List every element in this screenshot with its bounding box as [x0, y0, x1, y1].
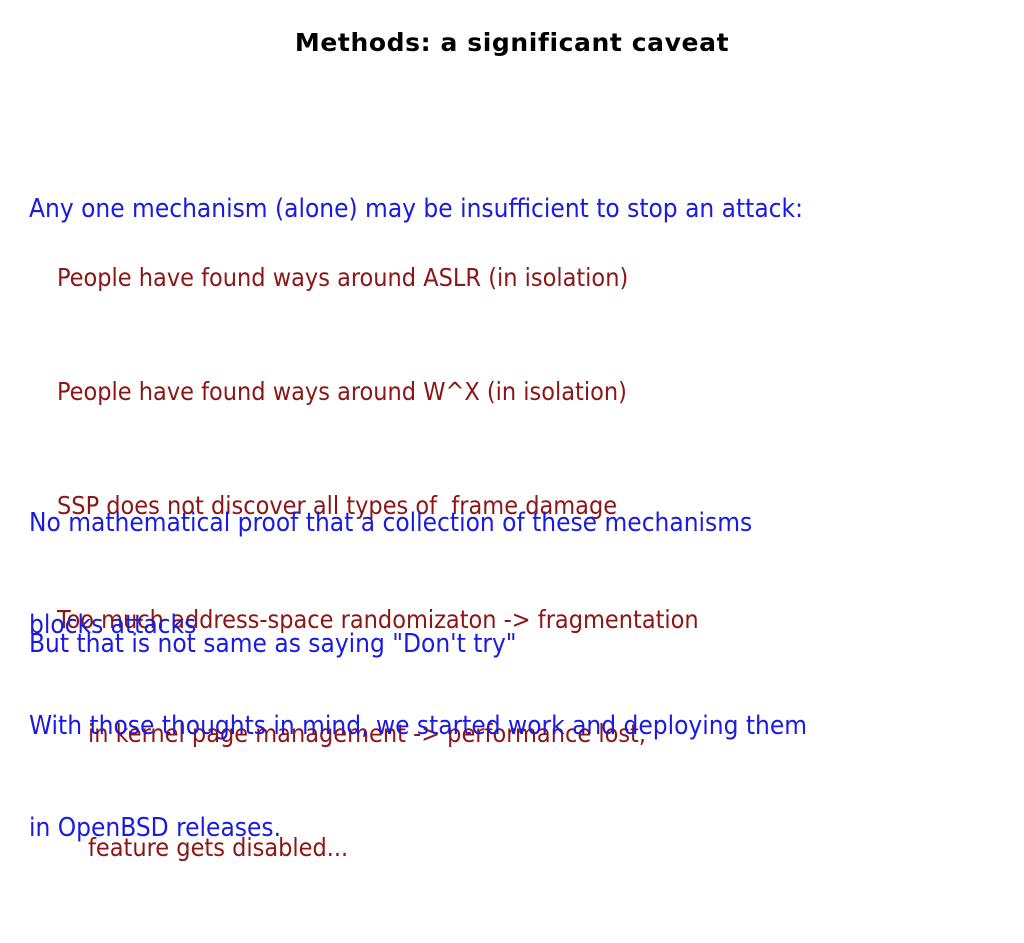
no-proof-statement-line-2: blocks attacks — [29, 610, 197, 640]
intro-statement: Any one mechanism (alone) may be insuffi… — [29, 124, 803, 294]
page-title: Methods: a significant caveat — [294, 28, 730, 57]
intro-statement-line: Any one mechanism (alone) may be insuffi… — [29, 194, 803, 224]
no-proof-statement-line-1: No mathematical proof that a collection … — [29, 508, 753, 538]
closing-statement-line-2: in OpenBSD releases. — [29, 813, 281, 843]
caveat-item-randomization: Too much address-space randomizaton -> f… — [57, 605, 699, 634]
caveat-item-randomization-cont1: in kernel page management -> performance… — [88, 719, 646, 748]
presentation-slide: Methods: a significant caveat Any one me… — [29, 28, 808, 862]
caveat-item-aslr: People have found ways around ASLR (in i… — [57, 263, 629, 292]
caveat-item-ssp: SSP does not discover all types of frame… — [57, 491, 618, 520]
but-statement-line-1: But that is not same as saying "Don't tr… — [29, 629, 517, 659]
no-proof-statement: No mathematical proof that a collection … — [29, 438, 752, 710]
closing-statement-line-1: With those thoughts in mind, we started … — [29, 711, 808, 741]
but-statement: But that is not same as saying "Don't tr… — [29, 559, 517, 729]
closing-statement: With those thoughts in mind, we started … — [29, 641, 807, 913]
caveat-item-wxor: People have found ways around W^X (in is… — [57, 377, 627, 406]
